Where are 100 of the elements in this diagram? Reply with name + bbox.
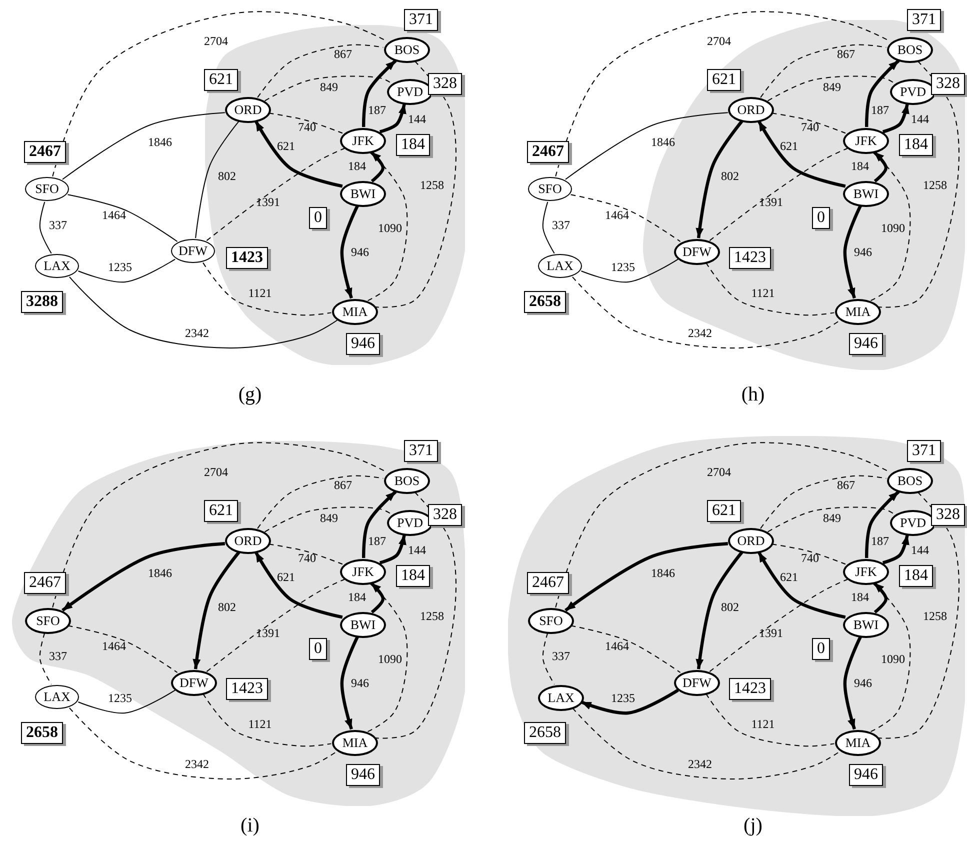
distance-box: 2658: [524, 722, 566, 744]
connector: [564, 112, 728, 180]
connector: [580, 258, 679, 283]
connector: [709, 578, 848, 672]
edge-label: 740: [801, 120, 819, 134]
distance-box: 184: [396, 565, 430, 587]
distance-box: 328: [931, 504, 965, 526]
connector: [542, 201, 555, 254]
edge-label: 802: [218, 169, 236, 183]
connector: [570, 194, 681, 242]
connector: [39, 632, 52, 685]
connector: [767, 506, 894, 532]
edge-label: 184: [348, 590, 366, 604]
edge-label: 1391: [759, 195, 783, 209]
connector: [760, 475, 887, 529]
connector: [760, 44, 887, 98]
edge-label: 867: [837, 478, 855, 492]
connector: [572, 707, 841, 780]
connector: [206, 148, 345, 242]
edge-label: 1235: [611, 691, 635, 705]
connector: [68, 276, 338, 348]
arrow: [872, 582, 888, 614]
edge-label: 1090: [881, 652, 905, 666]
distance-box: 371: [907, 9, 941, 31]
panel-caption: (i): [240, 814, 260, 838]
distance-box: 2467: [527, 572, 569, 594]
edge-label: 1391: [256, 195, 280, 209]
edge-label: 2704: [204, 34, 228, 48]
edge-label: 2704: [707, 34, 731, 48]
distance-box: 946: [346, 764, 380, 786]
airport-node: SFO: [25, 177, 69, 201]
edge-label: 1391: [256, 626, 280, 640]
edge-label: 849: [823, 80, 841, 94]
edge-label: 2342: [185, 326, 209, 340]
connector: [570, 625, 681, 674]
edge-label: 2342: [688, 326, 712, 340]
arrow: [254, 120, 343, 188]
distance-box: 0: [309, 638, 327, 660]
arrow: [580, 688, 679, 715]
connector: [767, 76, 894, 102]
connector: [542, 632, 555, 685]
connector: [195, 120, 240, 239]
distance-box: 184: [899, 134, 933, 156]
distance-box: 184: [899, 565, 933, 587]
connector: [202, 262, 332, 316]
edge-label: 946: [854, 676, 872, 690]
arrow: [865, 490, 900, 558]
edge-label: 1121: [248, 286, 272, 300]
edge-label: 2342: [185, 757, 209, 771]
edge-label: 1846: [651, 135, 675, 149]
arrow: [379, 534, 406, 564]
airport-node: LAX: [35, 254, 79, 278]
arrow: [370, 582, 385, 614]
edge-label: 1258: [420, 609, 444, 623]
connector: [257, 44, 384, 98]
edge-label: 1258: [923, 609, 947, 623]
panel-caption: (g): [238, 384, 262, 406]
edge-label: 946: [351, 676, 369, 690]
edge-label: 1121: [751, 717, 775, 731]
edge-label: 187: [871, 103, 889, 117]
arrow: [362, 490, 397, 558]
edge-label: 1846: [148, 566, 172, 580]
connector: [39, 201, 52, 254]
connector: [709, 148, 848, 242]
connector: [878, 492, 960, 739]
edge-label: 867: [334, 47, 352, 61]
edge-label: 802: [218, 600, 236, 614]
arrow: [843, 205, 862, 299]
edge-label: 867: [837, 47, 855, 61]
distance-box: 946: [849, 333, 883, 355]
arrow: [362, 59, 397, 128]
shaded-region: [508, 436, 965, 816]
connector: [78, 690, 176, 714]
edge-label: 144: [408, 112, 426, 126]
distance-box: 0: [812, 207, 830, 229]
edge-label: 184: [348, 159, 366, 173]
distance-box: 2658: [21, 722, 63, 744]
connector: [375, 60, 456, 308]
edge-label: 1121: [248, 717, 272, 731]
distance-box: 2467: [24, 141, 66, 163]
distance-box: 328: [428, 504, 462, 526]
edge-label: 337: [49, 649, 67, 663]
distance-box: 946: [849, 764, 883, 786]
edge-label: 621: [780, 570, 798, 584]
connector: [67, 625, 178, 674]
distance-box: 1423: [226, 678, 268, 700]
shaded-region: [12, 441, 465, 806]
edge-label: 337: [552, 649, 570, 663]
connector: [771, 112, 846, 134]
edge-label: 802: [721, 169, 739, 183]
edge-label: 740: [298, 120, 316, 134]
edge-label: 184: [851, 590, 869, 604]
arrow: [564, 542, 728, 612]
arrow: [340, 636, 359, 730]
edge-label: 144: [911, 112, 929, 126]
connector: [78, 258, 176, 283]
distance-box: 1423: [729, 678, 771, 700]
arrow: [872, 150, 888, 182]
edge-label: 337: [49, 218, 67, 232]
edge-label: 1464: [605, 208, 629, 222]
